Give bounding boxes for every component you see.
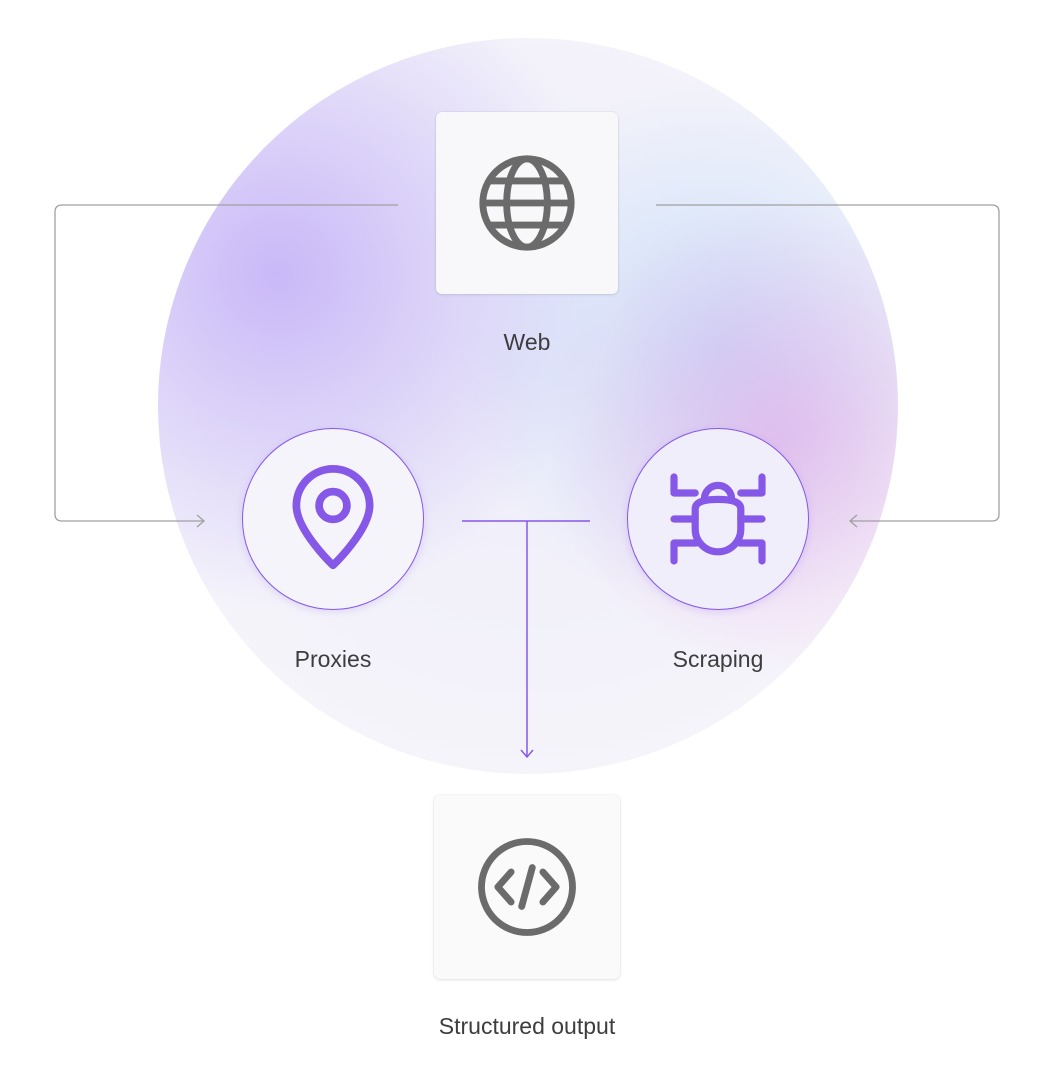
scraping-node	[627, 428, 809, 610]
code-icon	[478, 838, 576, 936]
connector-web-to-scraping	[656, 204, 1000, 522]
web-card	[436, 112, 618, 294]
output-card	[434, 795, 620, 979]
output-label: Structured output	[438, 1013, 616, 1039]
scraping-label: Scraping	[672, 646, 764, 672]
globe-icon	[479, 155, 575, 251]
location-pin-icon	[292, 465, 374, 570]
proxies-label: Proxies	[294, 646, 372, 672]
proxies-node	[242, 428, 424, 610]
arrowhead-scraping	[849, 514, 858, 528]
arrowhead-output	[520, 749, 534, 759]
bug-icon	[670, 473, 766, 565]
arrowhead-proxies	[196, 514, 205, 528]
connector-web-to-proxies	[54, 204, 398, 522]
web-label: Web	[503, 329, 551, 355]
